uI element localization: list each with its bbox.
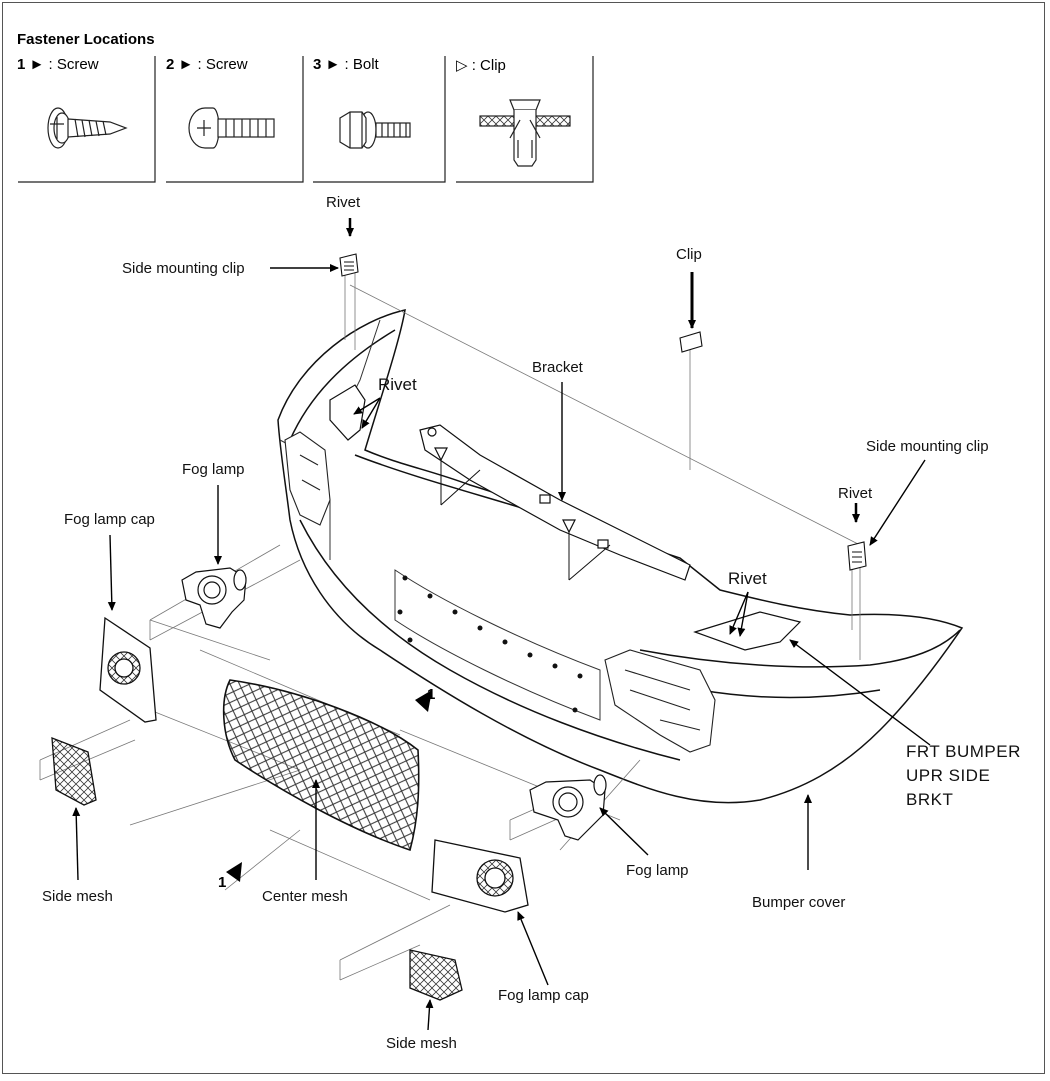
label-rivet-upper-left: Rivet (378, 375, 417, 394)
bracket-shape (419, 424, 691, 581)
fog-lamp-cap-left-shape (99, 616, 157, 723)
label-fog-lamp-left: Fog lamp (182, 461, 245, 478)
label-frt-bumper-line1: FRT BUMPER (906, 742, 1021, 761)
legend-item-screw-2: 2 ► : Screw (166, 56, 248, 73)
legend-item-text: : Screw (197, 56, 248, 73)
panel-rivets (397, 575, 583, 713)
right-fog-housing (604, 649, 716, 753)
label-fog-lamp-right: Fog lamp (626, 862, 689, 879)
center-mesh-shape (222, 679, 420, 852)
legend-item-symbol: ► (178, 56, 194, 73)
fog-lamp-cap-right-shape (431, 839, 529, 913)
legend-item-bolt-3: 3 ► : Bolt (313, 56, 379, 73)
legend-boxes (18, 56, 594, 183)
side-mesh-bottom-shape (409, 949, 463, 1001)
left-fog-housing (284, 431, 331, 526)
label-fastener-1-upper: 1 (427, 686, 436, 703)
label-side-mounting-clip-left: Side mounting clip (122, 260, 245, 277)
leader-lines (72, 218, 931, 1031)
left-rivet-plate (329, 384, 366, 441)
label-side-mounting-clip-right: Side mounting clip (866, 438, 989, 455)
screw-1-icon (47, 107, 128, 149)
legend-item-symbol: ► (325, 56, 341, 73)
clip-icon (479, 99, 571, 167)
label-fastener-1-lower: 1 (218, 874, 227, 891)
label-center-mesh: Center mesh (262, 888, 348, 905)
side-mounting-clip-right-shape (847, 541, 867, 571)
legend-item-text: : Clip (471, 57, 506, 74)
legend-item-num: 1 (17, 56, 26, 73)
legend-item-symbol: ▷ (456, 57, 468, 74)
label-fog-lamp-cap-right: Fog lamp cap (498, 987, 589, 1004)
bolt-3-icon (339, 111, 411, 149)
screw-1-markers (226, 690, 432, 882)
fog-lamp-right-shape (529, 774, 607, 841)
label-clip: Clip (676, 246, 702, 263)
legend-item-symbol: ► (29, 56, 45, 73)
legend-item-text: : Bolt (344, 56, 379, 73)
label-fog-lamp-cap-left: Fog lamp cap (64, 511, 155, 528)
label-frt-bumper-line3: BRKT (906, 790, 954, 809)
legend-title: Fastener Locations (17, 31, 155, 48)
label-frt-bumper-line2: UPR SIDE (906, 766, 991, 785)
legend-item-clip: ▷ : Clip (456, 56, 506, 74)
legend-item-num: 3 (313, 56, 322, 73)
bracket-clip-leaders (440, 460, 611, 581)
screw-2-icon (188, 107, 275, 149)
label-rivet-right: Rivet (838, 485, 873, 502)
legend-item-num: 2 (166, 56, 175, 73)
side-mesh-left-shape (51, 737, 97, 806)
label-rivet-center: Rivet (728, 569, 767, 588)
label-rivet-top: Rivet (326, 194, 361, 211)
clip-shape (679, 331, 703, 353)
legend-item-screw-1: 1 ► : Screw (17, 56, 99, 73)
frt-bumper-brkt-shape (693, 611, 802, 651)
label-bracket: Bracket (532, 359, 583, 376)
label-side-mesh-left: Side mesh (42, 888, 113, 905)
side-mounting-clip-left-shape (339, 253, 359, 277)
fog-lamp-left-shape (181, 567, 247, 629)
legend-item-text: : Screw (48, 56, 99, 73)
label-bumper-cover: Bumper cover (752, 894, 846, 911)
label-side-mesh-bottom: Side mesh (386, 1035, 457, 1052)
bracket-clip-markers (434, 447, 576, 534)
